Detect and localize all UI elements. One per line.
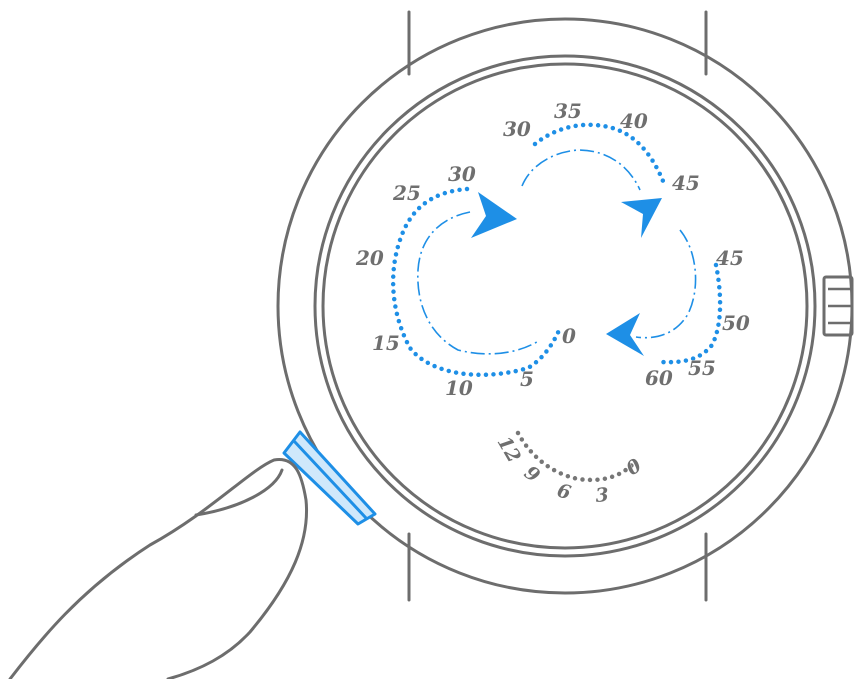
left-subdial-label: 10 [445,376,473,400]
left-subdial-label: 0 [562,324,576,348]
left-subdial-label: 30 [448,162,476,186]
subdial-left-scale [390,186,563,378]
left-subdial-label: 25 [392,181,421,205]
watch-case [276,17,854,595]
flow-arrow-icon [621,198,662,238]
hours-scale-label: 6 [555,480,573,505]
left-subdial-label: 15 [372,331,400,355]
hours-scale-label: 0 [622,454,645,480]
watch-bezel [313,54,817,558]
top-subdial-label: 45 [672,171,700,195]
pusher-button-icon[interactable] [282,430,377,526]
hours-scale-label: 3 [595,484,610,507]
flow-path-right [635,229,697,339]
left-subdial-label: 20 [355,246,384,270]
top-subdial-label: 30 [503,117,531,141]
top-subdial-label: 40 [620,109,648,133]
watch-dial [321,62,809,550]
right-subdial-label: 45 [716,246,744,270]
flow-arrow-icon [606,313,644,356]
hours-scale [515,430,635,483]
flow-path-left [417,211,541,355]
subdial-top-scale [532,122,668,189]
subdial-right-scale [658,262,723,365]
right-subdial-label: 55 [688,356,716,380]
right-subdial-label: 60 [645,366,673,390]
finger-pointing-icon [8,458,309,679]
flow-path-top [521,149,641,191]
hours-scale-label: 12 [493,433,525,467]
right-subdial-label: 50 [722,311,750,335]
flow-arrow-icon [471,192,517,238]
crown-icon[interactable] [822,275,854,337]
left-subdial-label: 5 [520,367,534,391]
hours-scale-label: 9 [520,462,544,487]
top-subdial-label: 35 [554,99,582,123]
